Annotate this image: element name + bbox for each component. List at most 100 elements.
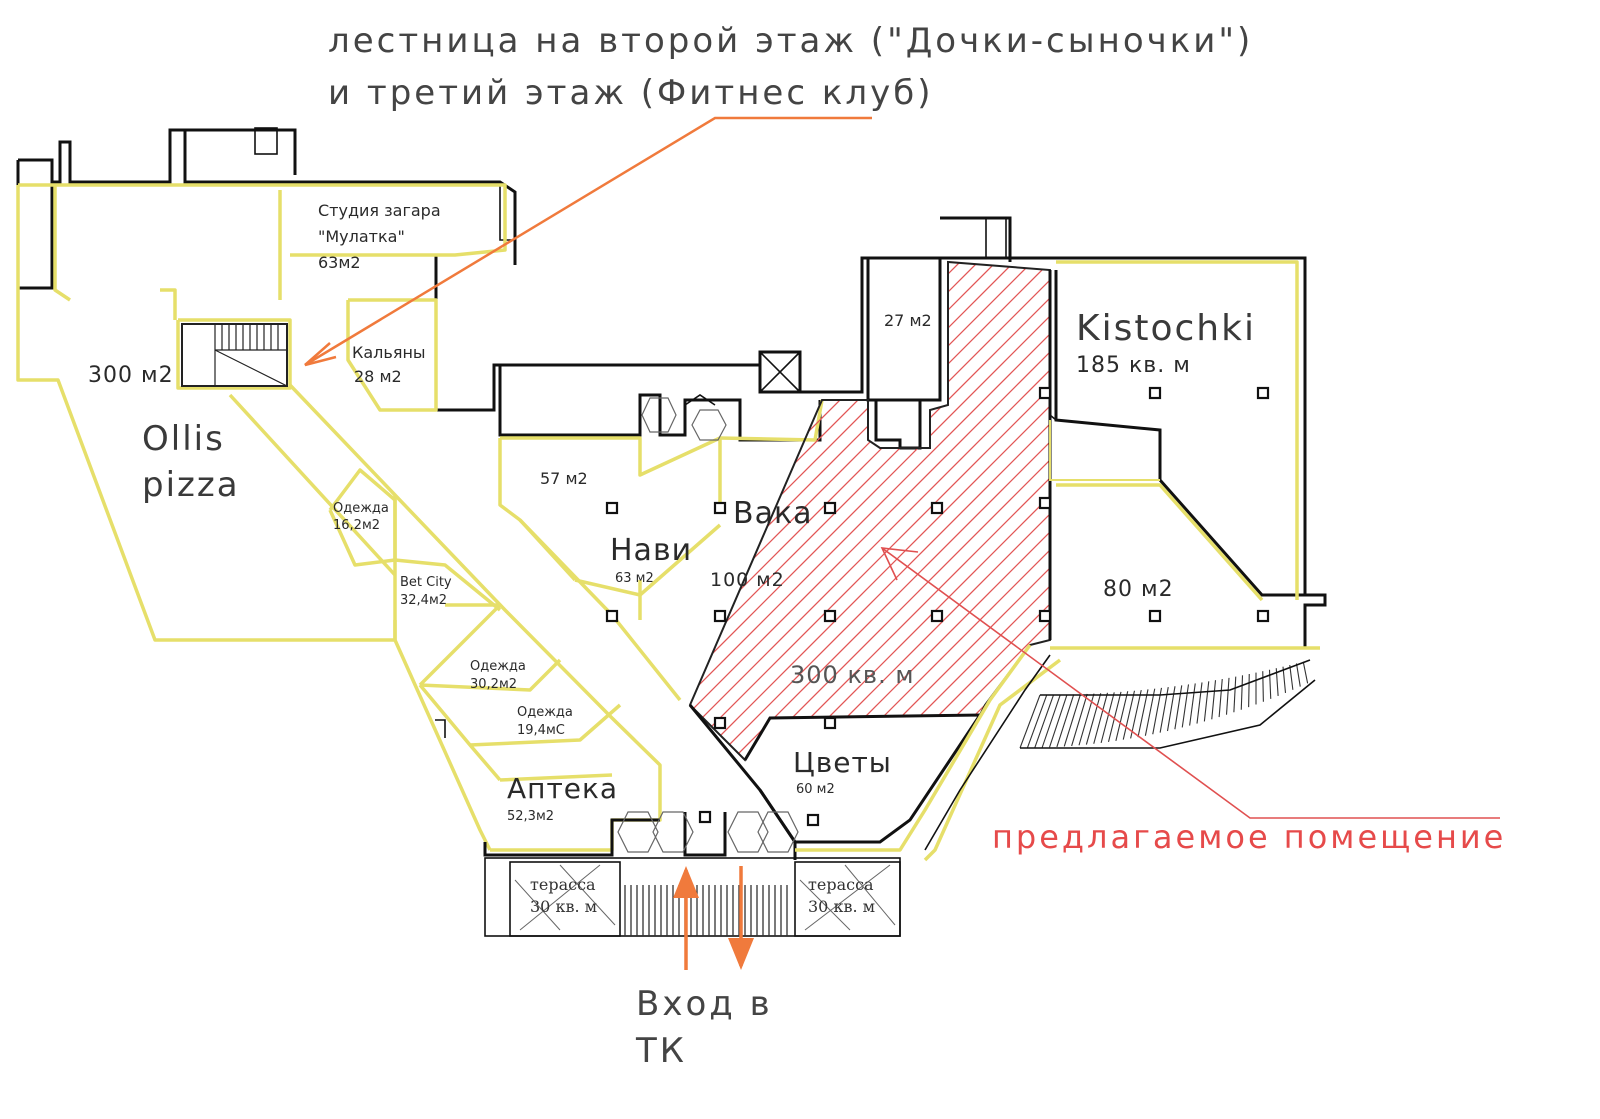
proposed-area: 300 кв. м: [790, 661, 914, 689]
kistochki-name: Kistochki: [1076, 308, 1256, 349]
right-step-line: [1107, 691, 1122, 743]
right-steps-edge: [1040, 659, 1311, 696]
right-step-line: [1282, 666, 1287, 693]
clothes2-area: 30,2м2: [470, 677, 517, 692]
terrace-right-name: терасса: [808, 875, 874, 894]
right-step-line: [1137, 689, 1149, 738]
flowers-area: 60 м2: [796, 782, 835, 797]
right-step-line: [1233, 676, 1237, 713]
proposed-label: предлагаемое помещение: [992, 818, 1506, 856]
right-step-line: [1019, 694, 1041, 749]
right-step-line: [1048, 694, 1068, 748]
right-step-line: [1063, 694, 1082, 747]
left-wing-tenant-outlines: [16, 183, 507, 642]
terrace-left-name: терасса: [530, 875, 596, 894]
right-step-line: [1100, 692, 1115, 743]
hatch-line: [765, 262, 1050, 760]
right-step-line: [1203, 681, 1210, 722]
hatch-line: [690, 262, 1050, 760]
room-57-area: 57 м2: [540, 469, 588, 488]
flowers-name: Цветы: [793, 746, 892, 779]
hatch-line: [690, 262, 1050, 760]
stairs-left: [181, 323, 288, 387]
tanning-name-1: Студия загара: [318, 201, 441, 220]
stairs-note-line1: лестница на второй этаж ("Дочки-сыночки"…: [328, 21, 1253, 61]
pharmacy-area: 52,3м2: [507, 809, 554, 824]
betcity-name: Bet City: [400, 575, 452, 590]
vaka-name: Вака: [733, 496, 812, 531]
right-block-walls: [948, 256, 1327, 650]
hatch-line: [690, 262, 909, 760]
right-step-line: [1122, 690, 1136, 740]
right-step-line: [1302, 661, 1309, 684]
hatch-line: [855, 262, 1050, 760]
right-step-line: [1071, 693, 1088, 747]
navi-name: Нави: [610, 533, 692, 568]
hatch-line: [873, 262, 1050, 760]
right-step-line: [1093, 692, 1109, 744]
right-step-line: [1041, 694, 1061, 748]
pharmacy-name: Аптека: [507, 772, 618, 805]
right-step-line: [1130, 689, 1142, 739]
lower-walls: [483, 643, 1062, 862]
hatch-line: [690, 262, 927, 760]
middle-tenant-outlines: [498, 399, 824, 702]
right-step-line: [1211, 680, 1217, 720]
hatch-line: [690, 262, 1050, 760]
entrance-arrow-in: [673, 866, 699, 970]
hatch-line: [690, 262, 981, 760]
right-steps: [1019, 661, 1309, 749]
betcity-area: 32,4м2: [400, 593, 447, 608]
right-step-line: [1026, 694, 1048, 749]
navi-area: 63 м2: [615, 571, 654, 586]
middle-walls: [494, 216, 1012, 450]
columns: [605, 386, 1270, 827]
hatch-line: [690, 262, 1050, 760]
terraces: [484, 857, 901, 937]
hatch-line: [690, 262, 945, 760]
hatch-line: [801, 262, 1050, 760]
room-27-area: 27 м2: [884, 311, 932, 330]
clothes2-name: Одежда: [470, 659, 526, 674]
terrace-left-area: 30 кв. м: [530, 897, 597, 916]
hookah-name: Кальяны: [352, 343, 426, 362]
hatch-line: [690, 262, 1050, 760]
clothes3-area: 19,4мС: [517, 723, 565, 738]
right-step-line: [1085, 693, 1102, 745]
right-step-line: [1225, 677, 1230, 715]
right-step-line: [1166, 686, 1176, 732]
ollis-name-2: pizza: [142, 465, 240, 505]
right-steps-edge-2: [1020, 679, 1316, 749]
proposed-pointer: [880, 547, 1500, 819]
hatch-line: [690, 262, 1050, 760]
hatch-line: [690, 262, 1050, 760]
right-step-line: [1189, 683, 1196, 726]
right-step-line: [1295, 663, 1301, 687]
terrace-right-area: 30 кв. м: [808, 897, 875, 916]
entrance-label-line2: ТК: [635, 1031, 687, 1071]
ollis-area: 300 м2: [88, 363, 174, 388]
right-step-line: [1174, 685, 1183, 730]
right-step-line: [1034, 694, 1055, 749]
clothes3-name: Одежда: [517, 705, 573, 720]
right-step-line: [1289, 664, 1294, 690]
room-80-area: 80 м2: [1103, 577, 1174, 602]
hatch-line: [819, 262, 1050, 760]
entrance-label-line1: Вход в: [636, 984, 773, 1024]
right-step-line: [1196, 682, 1203, 724]
hatch-line: [891, 262, 1050, 760]
right-step-line: [1218, 679, 1223, 718]
clothes1-area: 16,2м2: [333, 518, 380, 533]
right-step-line: [1056, 694, 1075, 748]
hookah-area: 28 м2: [354, 367, 402, 386]
right-step-line: [1240, 675, 1244, 710]
right-step-line: [1144, 688, 1156, 736]
entrance-steps: [624, 885, 788, 936]
hatch-line: [729, 262, 1050, 760]
right-step-line: [1115, 691, 1129, 741]
ollis-name-1: Ollis: [142, 419, 225, 459]
stairs-note-line2: и третий этаж (Фитнес клуб): [328, 73, 933, 113]
hatch-line: [783, 262, 1050, 760]
entrance-arrow-out: [728, 866, 754, 970]
